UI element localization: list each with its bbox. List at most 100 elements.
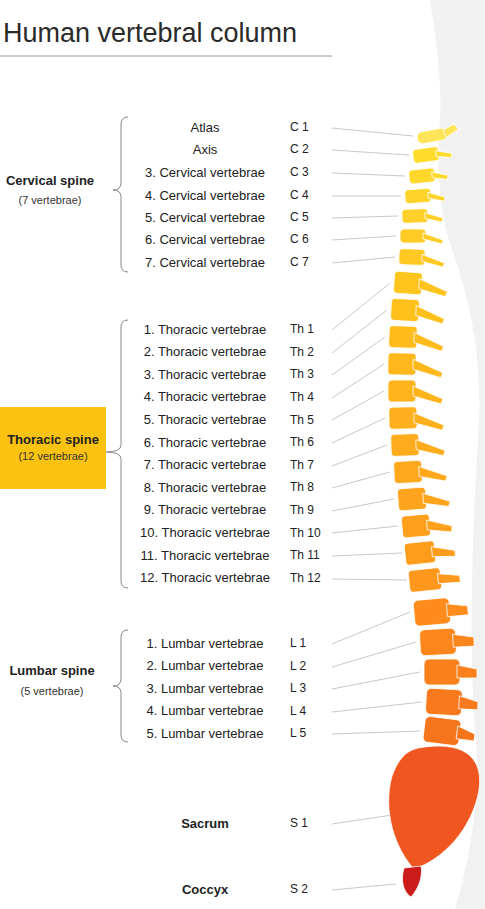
vertebra-code: C 5	[290, 211, 309, 225]
vertebra-code: Th 12	[290, 572, 321, 586]
vertebra	[423, 716, 477, 748]
spinous-process	[453, 633, 475, 647]
leader-line	[332, 173, 405, 176]
bracket	[106, 320, 128, 588]
spinous-process	[414, 332, 445, 351]
vertebra-body	[404, 540, 436, 565]
vertebra-code: C 1	[290, 121, 309, 135]
vertebra-name: 10. Thoracic vertebrae	[140, 526, 270, 541]
spinous-process	[423, 491, 451, 508]
vertebra-name: 6. Cervical vertebrae	[145, 233, 265, 248]
vertebra-name: 7. Cervical vertebrae	[145, 256, 265, 271]
region-count: (5 vertebrae)	[21, 685, 84, 698]
vertebra	[424, 659, 477, 685]
leader-line	[332, 579, 407, 580]
vertebra	[389, 406, 444, 431]
vertebra	[397, 485, 450, 511]
vertebra-body	[408, 567, 442, 592]
spinous-process	[446, 602, 468, 617]
vertebra-body	[402, 209, 428, 224]
vertebra-body	[419, 628, 456, 656]
spinous-process	[416, 439, 446, 457]
spinous-process	[418, 279, 448, 297]
leader-line	[332, 642, 416, 667]
vertebra-code: C 4	[290, 189, 309, 203]
vertebra-body	[391, 434, 420, 457]
spinous-process	[428, 191, 446, 202]
vertebra-code: Th 1	[290, 323, 314, 337]
vertebra-body	[397, 487, 426, 511]
sacrum-bone	[389, 746, 480, 869]
vertebra-code: Th 10	[290, 527, 321, 541]
leader-line	[332, 731, 420, 734]
vertebra-code: L 1	[290, 637, 306, 651]
spinous-process	[423, 233, 443, 244]
vertebra	[399, 249, 446, 268]
vertebra-code: Th 5	[290, 414, 314, 428]
vertebra	[413, 596, 469, 627]
vertebra-body	[389, 407, 417, 429]
vertebra-name: 1. Thoracic vertebrae	[144, 323, 267, 338]
leader-line	[332, 128, 413, 136]
vertebra-code: L 3	[290, 682, 306, 696]
vertebra-body	[423, 716, 462, 746]
vertebra	[390, 298, 445, 324]
region-label: Coccyx	[182, 883, 228, 898]
spinous-process	[456, 726, 475, 741]
vertebra-body	[412, 146, 440, 163]
vertebra-name: 2. Thoracic vertebrae	[144, 345, 267, 360]
vertebra	[416, 123, 460, 144]
spinous-process	[437, 571, 460, 584]
vertebra-name: 5. Cervical vertebrae	[145, 211, 265, 226]
vertebra-body	[408, 168, 435, 185]
vertebra	[419, 627, 474, 656]
vertebra-name: 3. Cervical vertebrae	[145, 166, 265, 181]
vertebra-name: 5. Lumbar vertebrae	[146, 727, 263, 742]
vertebra-body	[393, 271, 422, 295]
vertebra-body	[399, 249, 426, 266]
leader-line	[332, 364, 384, 398]
vertebra-body	[401, 514, 431, 538]
vertebra-code: C 2	[290, 143, 309, 157]
vertebra-name: 12. Thoracic vertebrae	[140, 571, 270, 586]
leader-line	[332, 283, 390, 330]
vertebra-name: Axis	[193, 143, 218, 158]
vertebra	[405, 187, 446, 204]
vertebra-name: 11. Thoracic vertebrae	[141, 549, 270, 564]
spinous-process	[457, 665, 477, 678]
vertebra-body	[390, 298, 419, 321]
vertebra-name: 3. Lumbar vertebrae	[146, 682, 263, 697]
region-label: Lumbar spine	[9, 664, 94, 679]
spinous-process	[425, 212, 443, 223]
vertebra-body	[388, 380, 416, 402]
spinous-process	[459, 696, 479, 710]
vertebra-code: Th 9	[290, 504, 314, 518]
vertebra	[391, 433, 446, 458]
vertebra	[408, 565, 461, 592]
region-count: (12 vertebrae)	[18, 449, 87, 464]
vertebra-name: 5. Thoracic vertebrae	[144, 413, 267, 428]
vertebra	[393, 271, 448, 297]
leader-line	[332, 884, 396, 890]
leader-line	[332, 553, 402, 556]
vertebra-body	[393, 460, 422, 483]
vertebra-code: S 2	[290, 883, 308, 897]
leader-line	[332, 150, 409, 155]
leader-line	[332, 257, 395, 263]
spinous-process	[413, 359, 443, 378]
diagram-title: Human vertebral column	[3, 18, 297, 49]
vertebra	[412, 144, 453, 163]
vertebra-code: Th 8	[290, 481, 314, 495]
vertebra-body	[405, 188, 432, 204]
region-heading: Thoracic spine	[7, 431, 99, 449]
vertebra-code: S 1	[290, 817, 308, 831]
vertebra	[425, 688, 478, 717]
vertebra	[401, 512, 453, 538]
vertebra-body	[388, 353, 416, 375]
vertebra	[408, 166, 448, 184]
region-label: Cervical spine	[6, 174, 94, 189]
vertebra-code: L 4	[290, 705, 306, 719]
leader-line	[332, 702, 422, 712]
vertebra-code: Th 4	[290, 391, 314, 405]
vertebra-name: 6. Thoracic vertebrae	[144, 436, 267, 451]
